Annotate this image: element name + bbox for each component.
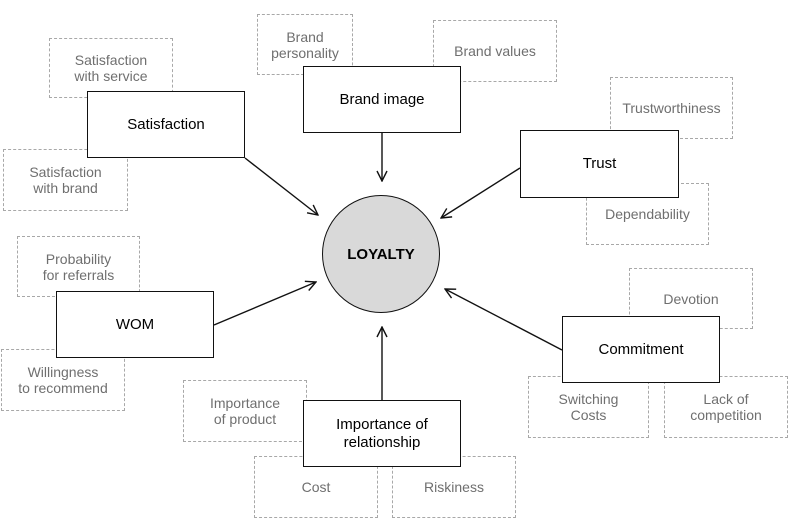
- switching-costs-box: Switching Costs: [528, 376, 649, 438]
- satisfaction-with-service-label: Satisfaction with service: [74, 52, 148, 84]
- wom-box: WOM: [56, 291, 214, 358]
- trustworthiness-label: Trustworthiness: [622, 100, 721, 116]
- satisfaction-with-service-box: Satisfaction with service: [49, 38, 173, 98]
- probability-for-referrals-box: Probability for referrals: [17, 236, 140, 297]
- arrow-commitment: [445, 289, 563, 351]
- willingness-to-recommend-box: Willingness to recommend: [1, 349, 125, 411]
- brand-values-box: Brand values: [433, 20, 557, 82]
- brand-image-label: Brand image: [339, 90, 425, 108]
- satisfaction-with-brand-label: Satisfaction with brand: [29, 164, 102, 196]
- satisfaction-box: Satisfaction: [87, 91, 245, 158]
- commitment-box: Commitment: [562, 316, 720, 383]
- importance-of-product-box: Importance of product: [183, 380, 307, 442]
- brand-personality-box: Brand personality: [257, 14, 353, 75]
- dependability-label: Dependability: [605, 206, 690, 222]
- importance-of-relationship-label: Importance of relationship: [336, 415, 428, 451]
- arrow-satisfaction: [244, 157, 318, 215]
- arrow-trust: [441, 167, 521, 218]
- satisfaction-with-brand-box: Satisfaction with brand: [3, 149, 128, 211]
- wom-label: WOM: [115, 315, 155, 333]
- willingness-to-recommend-label: Willingness to recommend: [18, 364, 108, 396]
- arrow-wom: [213, 282, 316, 326]
- lack-of-competition-box: Lack of competition: [664, 376, 788, 438]
- brand-personality-label: Brand personality: [271, 28, 339, 61]
- commitment-label: Commitment: [598, 340, 684, 358]
- trust-box: Trust: [520, 130, 679, 198]
- satisfaction-label: Satisfaction: [127, 115, 205, 133]
- devotion-label: Devotion: [663, 290, 719, 307]
- cost-label: Cost: [301, 479, 331, 495]
- riskiness-label: Riskiness: [424, 479, 484, 495]
- brand-image-box: Brand image: [303, 66, 461, 133]
- trust-label: Trust: [582, 155, 617, 172]
- switching-costs-label: Switching Costs: [558, 391, 619, 423]
- importance-of-relationship-box: Importance of relationship: [303, 400, 461, 467]
- importance-of-product-label: Importance of product: [209, 395, 281, 427]
- loyalty-circle: LOYALTY: [322, 195, 440, 313]
- loyalty-label: LOYALTY: [347, 245, 415, 263]
- brand-values-label: Brand values: [454, 43, 536, 59]
- probability-for-referrals-label: Probability for referrals: [42, 250, 115, 283]
- lack-of-competition-label: Lack of competition: [690, 391, 762, 423]
